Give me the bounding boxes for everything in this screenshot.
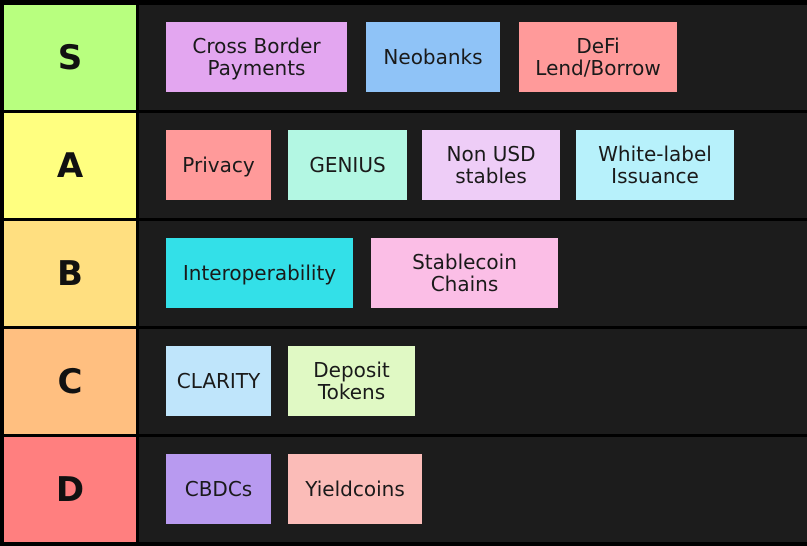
tier-items-a[interactable]: Privacy GENIUS Non USD stables White-lab…: [139, 113, 807, 218]
tier-item-genius[interactable]: GENIUS: [288, 130, 407, 200]
tier-item-non-usd-stables[interactable]: Non USD stables: [422, 130, 560, 200]
tier-row-d: D CBDCs Yieldcoins: [0, 437, 807, 542]
tier-label-d: D: [4, 437, 136, 542]
tier-items-c[interactable]: CLARITY Deposit Tokens: [139, 329, 807, 434]
tier-items-d[interactable]: CBDCs Yieldcoins: [139, 437, 807, 542]
tier-label-c: C: [4, 329, 136, 434]
tier-label-b: B: [4, 221, 136, 326]
tier-item-defi-lend-borrow[interactable]: DeFi Lend/Borrow: [519, 22, 677, 92]
tier-item-neobanks[interactable]: Neobanks: [366, 22, 500, 92]
tier-item-interoperability[interactable]: Interoperability: [166, 238, 353, 308]
tier-row-a: A Privacy GENIUS Non USD stables White-l…: [0, 113, 807, 218]
tier-label-a: A: [4, 113, 136, 218]
tier-item-cbdcs[interactable]: CBDCs: [166, 454, 271, 524]
tier-item-white-label-issuance[interactable]: White-label Issuance: [576, 130, 734, 200]
tier-row-c: C CLARITY Deposit Tokens: [0, 329, 807, 434]
tier-item-privacy[interactable]: Privacy: [166, 130, 271, 200]
tier-row-s: S Cross Border Payments Neobanks DeFi Le…: [0, 5, 807, 110]
tier-item-stablecoin-chains[interactable]: Stablecoin Chains: [371, 238, 558, 308]
tier-row-b: B Interoperability Stablecoin Chains: [0, 221, 807, 326]
tier-item-cross-border-payments[interactable]: Cross Border Payments: [166, 22, 347, 92]
tier-item-yieldcoins[interactable]: Yieldcoins: [288, 454, 422, 524]
tier-items-s[interactable]: Cross Border Payments Neobanks DeFi Lend…: [139, 5, 807, 110]
tier-item-deposit-tokens[interactable]: Deposit Tokens: [288, 346, 415, 416]
tier-label-s: S: [4, 5, 136, 110]
tier-items-b[interactable]: Interoperability Stablecoin Chains: [139, 221, 807, 326]
tier-item-clarity[interactable]: CLARITY: [166, 346, 271, 416]
